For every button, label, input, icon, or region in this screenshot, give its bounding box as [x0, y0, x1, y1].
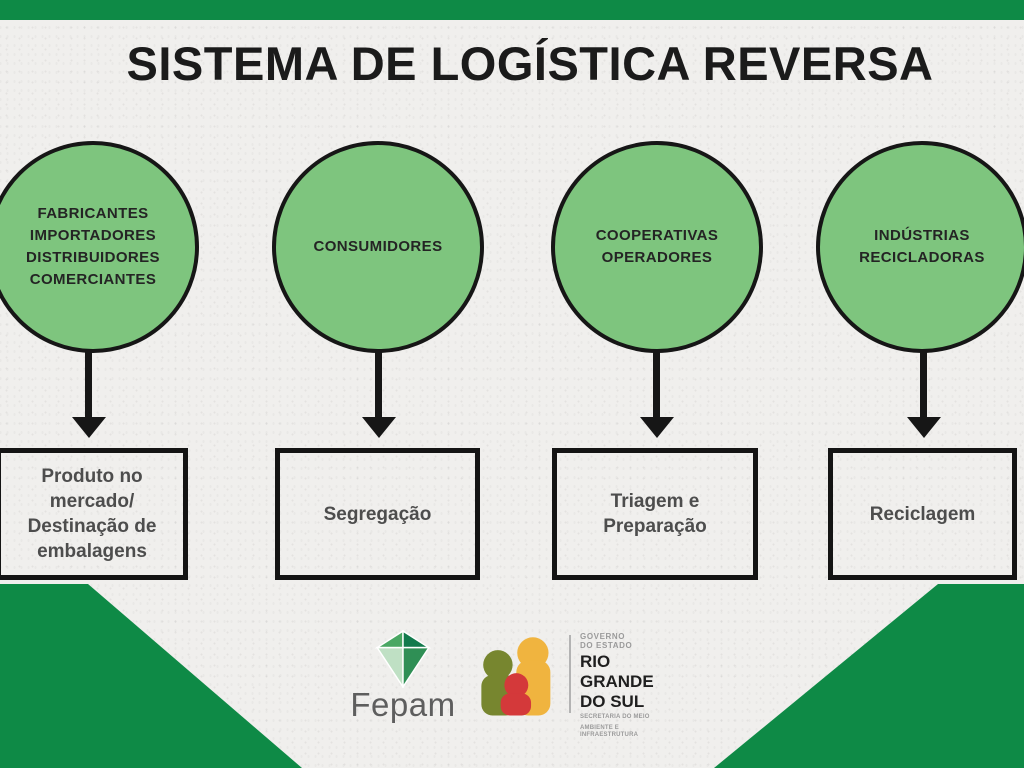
gov-sub-line: AMBIENTE E INFRAESTRUTURA — [580, 725, 639, 738]
arrow-down-icon — [85, 352, 92, 418]
box-line: mercado/ — [49, 491, 135, 512]
circle-line: IMPORTADORES — [29, 227, 157, 244]
box-line: Triagem e — [610, 491, 700, 512]
gov-logo-text: GOVERNO DO ESTADO RIO GRANDE DO SUL SECR… — [580, 632, 674, 739]
circle-line: DISTRIBUIDORES — [26, 249, 160, 266]
people-silhouettes-icon — [481, 637, 551, 716]
circle-fabricantes-importadores: FABRICANTES IMPORTADORES DISTRIBUIDORES … — [0, 141, 199, 353]
box-line: Produto no — [41, 466, 143, 487]
gov-main-line: DO SUL — [580, 692, 645, 711]
gov-sub-line: SECRETARIA DO MEIO — [580, 714, 650, 720]
fepam-wordmark: Fepam — [350, 686, 456, 723]
box-line: Reciclagem — [869, 503, 976, 525]
circle-line: RECICLADORAS — [859, 249, 985, 266]
arrow-down-icon — [640, 417, 674, 438]
box-line: Segregação — [323, 503, 432, 525]
rio-grande-do-sul-gov-logo: GOVERNO DO ESTADO RIO GRANDE DO SUL SECR… — [474, 629, 674, 738]
circle-line: INDÚSTRIAS — [874, 227, 970, 244]
box-line: Destinação de — [27, 516, 157, 537]
gov-small-line: DO ESTADO — [580, 641, 633, 650]
box-line: embalagens — [37, 541, 147, 562]
circle-consumidores: CONSUMIDORES — [272, 141, 484, 353]
box-triagem-preparacao: Triagem e Preparação — [552, 448, 758, 580]
fepam-gem-icon — [374, 630, 432, 688]
page-title: SISTEMA DE LOGÍSTICA REVERSA — [126, 37, 934, 90]
circle-cooperativas-operadores: COOPERATIVAS OPERADORES — [551, 141, 763, 353]
gov-main-line: GRANDE — [580, 672, 654, 691]
arrow-down-icon — [375, 352, 382, 418]
logo-divider — [569, 635, 571, 713]
circle-line: OPERADORES — [601, 249, 713, 266]
gov-main-line: RIO — [580, 652, 611, 671]
arrow-down-icon — [362, 417, 396, 438]
arrow-down-icon — [920, 352, 927, 418]
box-segregacao: Segregação — [275, 448, 480, 580]
circle-industrias-recicladoras: INDÚSTRIAS RECICLADORAS — [816, 141, 1024, 353]
arrow-down-icon — [907, 417, 941, 438]
circle-line: FABRICANTES — [37, 205, 149, 222]
circle-line: CONSUMIDORES — [313, 238, 443, 255]
gov-small-line: GOVERNO — [580, 632, 626, 641]
arrow-down-icon — [653, 352, 660, 418]
box-line: Preparação — [603, 516, 707, 537]
top-green-bar — [0, 0, 1024, 20]
box-reciclagem: Reciclagem — [828, 448, 1017, 580]
arrow-down-icon — [72, 417, 106, 438]
box-produto-no-mercado: Produto no mercado/ Destinação de embala… — [0, 448, 188, 580]
circle-line: COMERCIANTES — [29, 271, 157, 288]
fepam-logo: Fepam — [348, 630, 458, 722]
circle-line: COOPERATIVAS — [595, 227, 719, 244]
